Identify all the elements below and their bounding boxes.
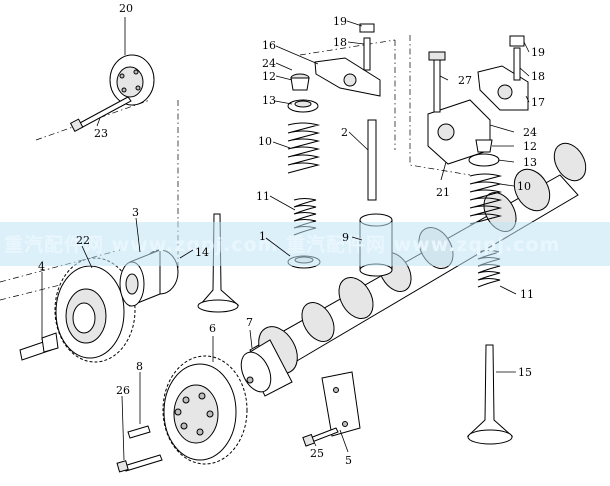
callout-13-left: 13 bbox=[262, 94, 276, 107]
valve-15 bbox=[466, 344, 514, 445]
callout-17: 17 bbox=[531, 96, 545, 109]
callout-8: 8 bbox=[136, 360, 143, 373]
callout-1: 1 bbox=[259, 230, 266, 243]
nut-19-right bbox=[509, 35, 525, 47]
callout-10-right: 10 bbox=[517, 180, 531, 193]
callout-6: 6 bbox=[209, 322, 216, 335]
callout-2: 2 bbox=[341, 126, 348, 139]
callout-12-right: 12 bbox=[523, 140, 537, 153]
thrust-disc-20 bbox=[109, 54, 155, 106]
callout-20: 20 bbox=[119, 2, 133, 15]
collet-12-left bbox=[290, 73, 310, 91]
callout-19-left: 19 bbox=[333, 15, 347, 28]
spring-seat-13-left bbox=[287, 99, 319, 113]
pin-4 bbox=[19, 332, 59, 361]
callout-4: 4 bbox=[38, 260, 45, 273]
watermark-text: 重汽配件网 www.zqpj.com 重汽配件网 www.zqpj.com bbox=[4, 233, 560, 256]
bolt-23 bbox=[69, 96, 132, 132]
callout-10-left: 10 bbox=[258, 135, 272, 148]
callout-13-right: 13 bbox=[523, 156, 537, 169]
pin-8 bbox=[127, 425, 151, 439]
callout-23: 23 bbox=[94, 127, 108, 140]
valve-spring-10 bbox=[287, 122, 321, 174]
thrust-plate-5 bbox=[321, 371, 361, 437]
leader-lines bbox=[41, 17, 530, 461]
callout-26: 26 bbox=[116, 384, 130, 397]
cam-hub-7 bbox=[240, 339, 293, 397]
rocker-arm-16 bbox=[314, 57, 381, 97]
watermark: 重汽配件网 www.zqpj.com 重汽配件网 www.zqpj.com bbox=[0, 222, 610, 266]
callout-7: 7 bbox=[246, 316, 253, 329]
callout-18-left: 18 bbox=[333, 36, 347, 49]
callout-11-right: 11 bbox=[520, 288, 534, 301]
bolt-26 bbox=[116, 454, 163, 473]
bolt-27 bbox=[428, 51, 446, 113]
valve-spring-10-right bbox=[469, 173, 503, 225]
callout-9: 9 bbox=[342, 231, 349, 244]
callout-5: 5 bbox=[345, 454, 352, 467]
center-lines bbox=[0, 35, 471, 301]
callout-27: 27 bbox=[458, 74, 472, 87]
adjust-screw-18-left bbox=[363, 37, 371, 71]
callout-16: 16 bbox=[262, 39, 276, 52]
callout-15: 15 bbox=[518, 366, 532, 379]
callouts: 20 23 3 22 4 14 6 7 8 26 5 25 1 10 11 13… bbox=[38, 2, 545, 467]
callout-25: 25 bbox=[310, 447, 324, 460]
pushrod-2 bbox=[367, 119, 377, 201]
callout-19-right: 19 bbox=[531, 46, 545, 59]
callout-3: 3 bbox=[132, 206, 139, 219]
callout-18-right: 18 bbox=[531, 70, 545, 83]
adjust-screw-18-right bbox=[513, 47, 521, 81]
callout-24-right: 24 bbox=[523, 126, 537, 139]
callout-14: 14 bbox=[195, 246, 209, 259]
nut-19-left bbox=[359, 23, 375, 33]
cam-gear-6 bbox=[162, 355, 248, 465]
spring-seat-13-right bbox=[468, 153, 500, 167]
idler-gear-22 bbox=[54, 257, 136, 363]
collet-12-right bbox=[475, 139, 493, 153]
bolt-25 bbox=[302, 427, 339, 447]
callout-11-left: 11 bbox=[256, 190, 270, 203]
callout-12-left: 12 bbox=[262, 70, 276, 83]
callout-22: 22 bbox=[76, 234, 90, 247]
callout-24-left: 24 bbox=[262, 57, 276, 70]
callout-21: 21 bbox=[436, 186, 450, 199]
